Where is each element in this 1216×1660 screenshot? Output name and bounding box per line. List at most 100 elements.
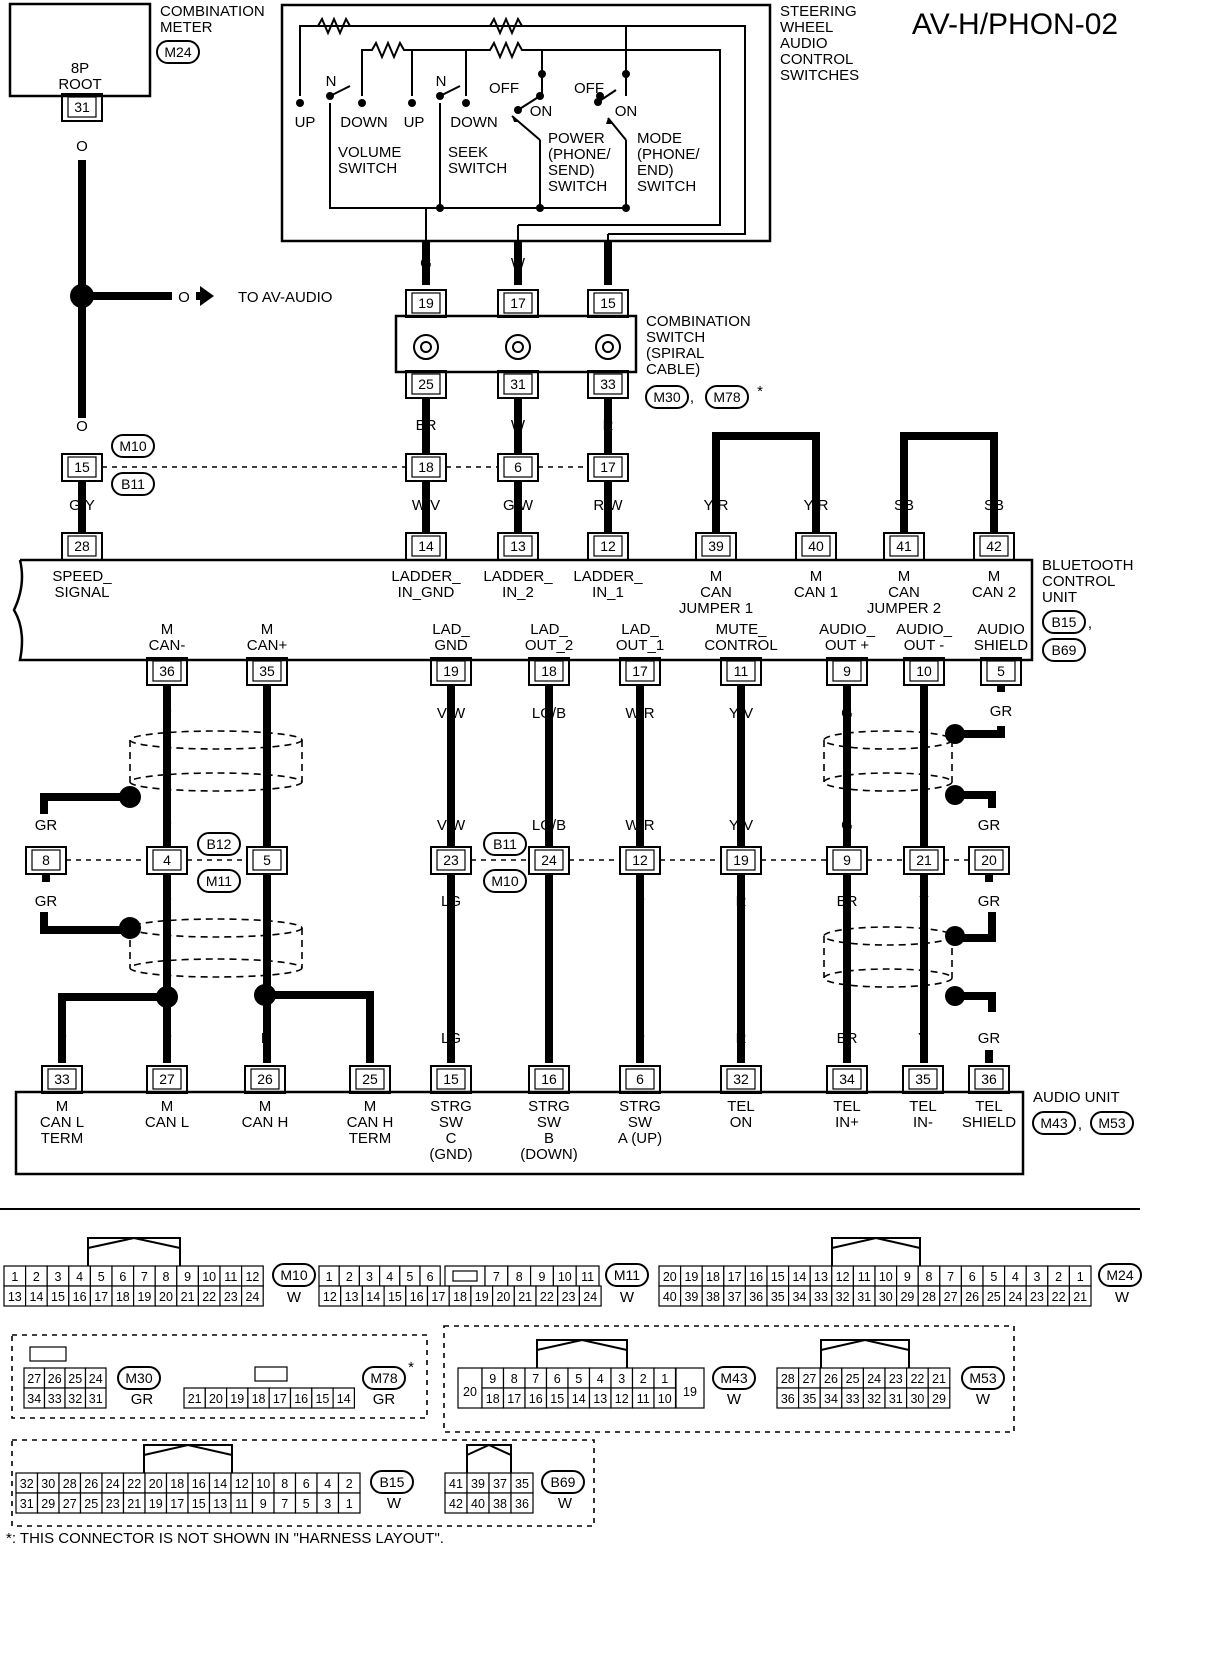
connector-face-m10-pin: 22	[202, 1290, 216, 1304]
connector-face-m11-pin: 21	[518, 1290, 532, 1304]
connector-face-m10-pin: 23	[224, 1290, 238, 1304]
connector-face-m24-pin: 32	[836, 1290, 850, 1304]
connector-face-m24-pin: 25	[987, 1290, 1001, 1304]
bluetooth-tag-text: B15	[1052, 614, 1077, 630]
connector-face-m24-pin: 27	[944, 1290, 958, 1304]
connector-face-m78-pin: 17	[273, 1392, 287, 1406]
connector-face-m53-pin: 25	[846, 1372, 860, 1386]
audio-unit-pin: 33	[54, 1071, 70, 1087]
connector-face-m24-pin: 21	[1073, 1290, 1087, 1304]
connector-face-m43-pin: 16	[529, 1392, 543, 1406]
pin-box	[411, 292, 441, 314]
spiral-top-pin: 15	[600, 295, 616, 311]
connector-face-b15-pin: 16	[192, 1477, 206, 1491]
pin-box	[411, 373, 441, 395]
mid-wire-color: GR	[990, 703, 1013, 720]
connector-face-m11-cell	[578, 1285, 602, 1307]
connector-face-m24-pin: 17	[728, 1270, 742, 1284]
bluetooth-bottom-pin: 35	[259, 663, 275, 679]
switch-terminal	[408, 99, 416, 107]
connector-face-m30-pin: 27	[27, 1372, 41, 1386]
bluetooth-pin-label: LAD_OUT_2	[525, 621, 573, 654]
audio-unit-pin: 35	[915, 1071, 931, 1087]
connector-face-b15-pin: 25	[84, 1497, 98, 1511]
junction-lower-pin: 21	[916, 852, 932, 868]
connector-face-m11-pin: 14	[366, 1290, 380, 1304]
bottom-wire-color: P	[162, 1030, 172, 1047]
connector-face-m10-pin: 17	[94, 1290, 108, 1304]
junction	[536, 204, 544, 212]
connector-face-m10-pin: 2	[33, 1270, 40, 1284]
face-tag-b15	[370, 1470, 414, 1494]
connector-face-m30-pin: 25	[68, 1372, 82, 1386]
pin-box	[974, 1068, 1004, 1090]
connector-face-m11-pin: 8	[516, 1270, 523, 1284]
combination-meter-box	[8, 2, 152, 98]
face-tag-b69-text: B69	[551, 1474, 576, 1490]
connector-face-b15-pin: 1	[346, 1497, 353, 1511]
to-av-audio-color: O	[178, 289, 190, 306]
junction-lower-above-color: G	[841, 817, 853, 834]
connector-face-m10-pin: 3	[55, 1270, 62, 1284]
junction-lower-tag	[483, 832, 527, 856]
connector-face-m24-pin: 2	[1055, 1270, 1062, 1284]
switch-n-label: N	[326, 73, 337, 90]
junction-lower-above-color: Y/V	[729, 817, 753, 834]
connector-face-m43-pin: 9	[489, 1372, 496, 1386]
connector-face-m30-pin: 34	[27, 1392, 41, 1406]
junction-upper-tag	[111, 472, 155, 496]
mid-wire-color: L	[920, 705, 928, 722]
connector-face-m11-pin: 2	[346, 1270, 353, 1284]
bluetooth-pin-label: MUTE_CONTROL	[704, 621, 777, 654]
connector-face-m24-pin: 20	[663, 1270, 677, 1284]
junction-lower-below-color: LG	[441, 893, 461, 910]
bluetooth-top-pin: 40	[808, 538, 824, 554]
junction-lower-pin: 9	[843, 852, 851, 868]
audio-unit-box	[14, 1090, 1025, 1176]
connector-face-b15-pin: 2	[346, 1477, 353, 1491]
connector-face-m43-pin: 20	[463, 1385, 477, 1399]
connector-face-b69-cell	[510, 1492, 534, 1514]
connector-face-m10-pin: 1	[11, 1270, 18, 1284]
switch-on-label: ON	[530, 103, 553, 120]
junction-upper-pin: 17	[600, 459, 616, 475]
audio-unit-pin: 6	[636, 1071, 644, 1087]
switch-up-label: UP	[295, 114, 316, 131]
bluetooth-pin-label: LAD_OUT_1	[616, 621, 664, 654]
footnote: *: THIS CONNECTOR IS NOT SHOWN IN "HARNE…	[6, 1530, 444, 1547]
connector-face-m10-pin: 10	[202, 1270, 216, 1284]
audio-unit-pin: 15	[443, 1071, 459, 1087]
bottom-wire-color: Y	[918, 1030, 928, 1047]
connector-face-m10-pin: 11	[224, 1270, 237, 1284]
junction-upper-pin: 18	[418, 459, 434, 475]
spiral-cable-box	[394, 314, 638, 374]
connector-face-m24-pin: 12	[836, 1270, 850, 1284]
bluetooth-top-pin: 14	[418, 538, 434, 554]
mode-switch-label: MODE(PHONE/END)SWITCH	[637, 130, 700, 195]
switch-terminal	[462, 99, 470, 107]
connector-face-b69-pin: 42	[449, 1497, 463, 1511]
face-color-m11: W	[620, 1289, 635, 1306]
mid-wire-color: W/R	[625, 705, 654, 722]
spiral-connector-tag-text: M78	[713, 389, 740, 405]
mid-wire-color: Y/V	[729, 705, 753, 722]
connector-face-m53-pin: 26	[824, 1372, 838, 1386]
twist-ellipse	[129, 730, 303, 750]
connector-face-m11-pin: 5	[406, 1270, 413, 1284]
twist-ellipse	[129, 918, 303, 938]
connector-face-m11-pin: 24	[583, 1290, 597, 1304]
connector-face-m43-pin: 11	[637, 1392, 650, 1406]
junction-lower-below-color: GR	[35, 893, 58, 910]
junction-lower-below-color: R	[736, 893, 747, 910]
switch-off-label: OFF	[489, 80, 519, 97]
connector-face-m30-pin: 31	[89, 1392, 103, 1406]
connector-face-m10-pin: 5	[98, 1270, 105, 1284]
connector-face-m24-pin: 5	[990, 1270, 997, 1284]
mid-wire-color: V/W	[437, 705, 466, 722]
junction-lower-above-color: P	[162, 817, 172, 834]
